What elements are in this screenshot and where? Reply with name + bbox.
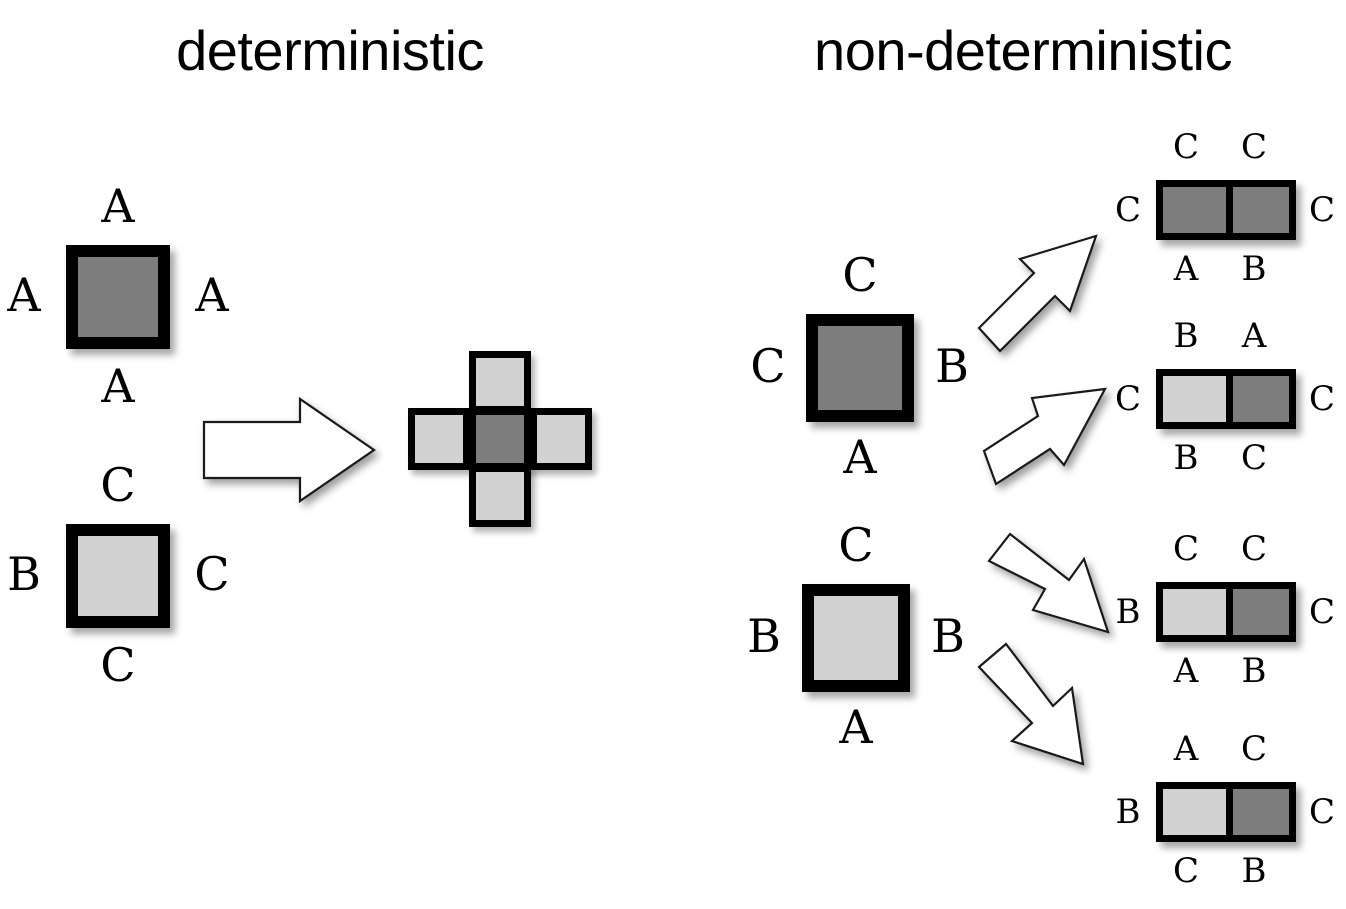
input-tile-4-label-right: B bbox=[931, 609, 965, 663]
domino-3-cell-1 bbox=[1163, 589, 1226, 635]
domino-result-2[interactable] bbox=[1156, 369, 1296, 429]
plus-shape-result[interactable] bbox=[408, 351, 592, 529]
domino-3-label-right: C bbox=[1308, 592, 1335, 632]
input-tile-3[interactable] bbox=[806, 314, 914, 422]
domino-3-label-left: B bbox=[1115, 592, 1141, 632]
input-tile-4[interactable] bbox=[802, 584, 910, 692]
domino-result-4[interactable] bbox=[1156, 782, 1296, 842]
domino-2-cell-2 bbox=[1226, 376, 1289, 422]
page-title-deterministic: deterministic bbox=[176, 19, 484, 82]
domino-3-label-bottom-1: A bbox=[1173, 651, 1199, 691]
input-tile-1[interactable] bbox=[66, 245, 170, 349]
arrow-up-right-steep bbox=[975, 232, 1101, 357]
plus-cell-bottom bbox=[469, 465, 531, 527]
domino-2-label-bottom-1: B bbox=[1173, 438, 1199, 478]
plus-cell-right bbox=[530, 408, 592, 470]
input-tile-3-label-left: C bbox=[750, 339, 786, 393]
domino-3-label-top-1: C bbox=[1172, 529, 1199, 569]
domino-2-label-top-2: A bbox=[1241, 316, 1267, 356]
domino-2-label-left: C bbox=[1114, 379, 1141, 419]
domino-3-label-bottom-2: B bbox=[1241, 651, 1267, 691]
domino-4-label-bottom-1: C bbox=[1172, 851, 1199, 891]
input-tile-1-label-bottom: A bbox=[101, 359, 135, 413]
input-tile-3-label-right: B bbox=[935, 339, 969, 393]
domino-1-label-top-2: C bbox=[1240, 127, 1267, 167]
domino-1-label-top-1: C bbox=[1172, 127, 1199, 167]
input-tile-4-label-left: B bbox=[747, 609, 781, 663]
domino-1-cell-2 bbox=[1226, 187, 1289, 233]
input-tile-2-label-right: C bbox=[194, 547, 230, 601]
input-tile-3-label-top: C bbox=[842, 248, 878, 302]
domino-3-cell-2 bbox=[1226, 589, 1289, 635]
input-tile-2[interactable] bbox=[66, 524, 170, 628]
page-title-non-deterministic: non-deterministic bbox=[814, 19, 1232, 82]
plus-cell-center bbox=[469, 408, 531, 470]
input-tile-4-label-bottom: A bbox=[839, 700, 873, 754]
domino-4-label-left: B bbox=[1115, 792, 1141, 832]
domino-result-3[interactable] bbox=[1156, 582, 1296, 642]
plus-cell-top bbox=[469, 351, 531, 413]
arrow-up-right-shallow bbox=[980, 385, 1110, 488]
domino-4-cell-2 bbox=[1226, 789, 1289, 835]
input-tile-1-label-right: A bbox=[195, 268, 229, 322]
domino-1-cell-1 bbox=[1163, 187, 1226, 233]
input-tile-3-label-bottom: A bbox=[843, 430, 877, 484]
domino-1-label-bottom-2: B bbox=[1241, 249, 1267, 289]
domino-1-label-bottom-1: A bbox=[1173, 249, 1199, 289]
input-tile-2-label-left: B bbox=[7, 547, 41, 601]
domino-result-1[interactable] bbox=[1156, 180, 1296, 240]
arrow-down-right-steep bbox=[975, 640, 1097, 768]
domino-2-label-right: C bbox=[1308, 379, 1335, 419]
domino-3-label-top-2: C bbox=[1240, 529, 1267, 569]
input-tile-2-label-bottom: C bbox=[100, 638, 136, 692]
plus-cell-left bbox=[408, 408, 470, 470]
domino-2-label-bottom-2: C bbox=[1240, 438, 1267, 478]
domino-4-label-bottom-2: B bbox=[1241, 851, 1267, 891]
domino-4-label-top-2: C bbox=[1240, 729, 1267, 769]
input-tile-4-label-top: C bbox=[838, 518, 874, 572]
domino-4-label-top-1: A bbox=[1173, 729, 1199, 769]
arrow-down-right-shallow bbox=[985, 530, 1113, 637]
domino-4-cell-1 bbox=[1163, 789, 1226, 835]
domino-4-label-right: C bbox=[1308, 792, 1335, 832]
domino-1-label-left: C bbox=[1114, 190, 1141, 230]
domino-2-label-top-1: B bbox=[1173, 316, 1199, 356]
input-tile-2-label-top: C bbox=[100, 458, 136, 512]
domino-1-label-right: C bbox=[1308, 190, 1335, 230]
domino-2-cell-1 bbox=[1163, 376, 1226, 422]
input-tile-1-label-left: A bbox=[7, 268, 41, 322]
right-arrow-icon bbox=[200, 395, 378, 505]
input-tile-1-label-top: A bbox=[101, 179, 135, 233]
